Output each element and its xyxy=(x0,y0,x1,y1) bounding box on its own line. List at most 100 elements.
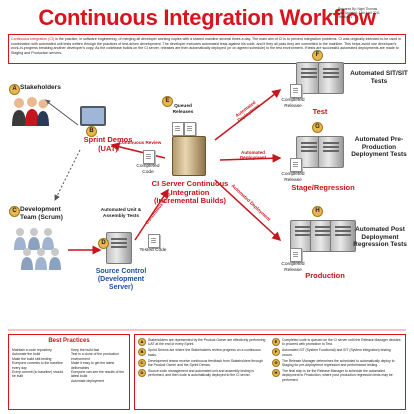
source-control-server-icon xyxy=(106,232,132,264)
stakeholders-label: Stakeholders xyxy=(20,84,61,91)
stage-server-icon-2 xyxy=(318,136,344,168)
test-server-icon-2 xyxy=(318,62,344,94)
meta-prepared-by: Prepared By: Nigel Thomas xyxy=(338,7,378,11)
tested-code-doc-icon xyxy=(148,234,160,248)
unit-tests-label: Automated Unit & Assembly Tests xyxy=(100,208,142,219)
intro-lead: Continuous Integration (CI) xyxy=(11,37,55,41)
page-title: Continuous Integration Workflow xyxy=(38,5,376,30)
prod-server-icon-3 xyxy=(330,220,356,252)
production-label: Production xyxy=(305,271,345,280)
stage-release-doc-icon xyxy=(290,158,302,172)
list-item: Everyone can see the results of the late… xyxy=(71,370,125,379)
source-control-label: Source Control (Development Server) xyxy=(95,268,147,291)
test-label: Test xyxy=(312,107,328,116)
best-practices-title: Best Practices xyxy=(48,338,90,344)
arrow-e-to-b xyxy=(110,142,166,159)
note-badge: F xyxy=(272,348,280,357)
ci-server-icon xyxy=(172,136,206,176)
badge-d: D xyxy=(98,238,109,249)
note-text: Stakeholders are represented by the Prod… xyxy=(148,338,266,347)
badge-f: F xyxy=(312,50,323,61)
stage-regression-label: Stage/Regression xyxy=(291,183,355,192)
completed-code-label: Completed Code xyxy=(136,164,160,175)
badge-h: H xyxy=(312,206,323,217)
arrow-b-to-a xyxy=(44,99,79,126)
badge-e: E xyxy=(162,96,173,107)
prod-release-label: Completed Release xyxy=(281,262,305,273)
note-badge: B xyxy=(138,348,146,357)
list-item: Everyone commits to the baseline every d… xyxy=(12,361,63,370)
test-automation-label: Automated SIT/SIT Tests xyxy=(350,70,408,85)
list-item: Automate deployment xyxy=(71,378,104,383)
list-item: Keep the build fast xyxy=(71,348,100,352)
note-badge: E xyxy=(272,338,280,346)
note-badge: H xyxy=(272,369,280,378)
badge-c: C xyxy=(9,206,20,217)
arrow-e-to-g xyxy=(219,153,282,163)
queued-releases-label: Queued Releases xyxy=(172,104,194,115)
badge-g: G xyxy=(312,122,323,133)
note-badge: D xyxy=(138,369,146,378)
dev-team-icon xyxy=(14,228,61,270)
queued-release-doc-icon-1 xyxy=(172,122,184,136)
continuous-review-label: Continuous Review xyxy=(118,140,162,145)
dev-team-label: Development Team (Scrum) xyxy=(20,206,63,221)
list-item: Test in a clone of the production enviro… xyxy=(71,352,119,361)
prod-automation-label: Automated Post Deployment Regression Tes… xyxy=(353,226,407,248)
list-item: Maintain a code repository xyxy=(12,348,52,352)
note-text: The final step is for the Release Manage… xyxy=(282,369,393,382)
note-text: Sprint Demos are where the Stakeholders … xyxy=(148,348,261,357)
list-item: Make the build self-testing xyxy=(12,356,52,361)
arrow-d-to-e xyxy=(134,188,169,241)
note-text: The Release Manager determines the sched… xyxy=(282,358,395,368)
note-text: Source code management and automated uni… xyxy=(148,369,254,378)
meta-last-updated: Last Updated: 14th April 2011 xyxy=(338,11,380,15)
meta-version: Version: 1 xyxy=(338,15,353,19)
note-badge: G xyxy=(272,358,280,367)
note-badge: A xyxy=(138,338,146,346)
tested-code-label: Tested Code xyxy=(139,248,167,253)
test-release-doc-icon xyxy=(290,84,302,98)
queued-release-doc-icon-2 xyxy=(184,122,196,136)
sprint-demos-label: Sprint Demos (UAT) xyxy=(83,135,133,153)
sprint-demo-screen-icon xyxy=(80,106,106,126)
arrow-e-to-h xyxy=(214,179,282,242)
note-text: Automated SIT (System Functional) and SI… xyxy=(282,348,391,357)
best-practices-panel: Best Practices Maintain a code repositor… xyxy=(8,334,130,410)
ci-server-label: CI Server Continuous Integration (Increm… xyxy=(151,179,229,205)
arrow-b-to-c xyxy=(54,149,81,201)
note-text: Completed code is queued on the CI serve… xyxy=(282,338,401,347)
badge-a: A xyxy=(9,84,20,95)
prod-release-doc-icon xyxy=(290,248,302,262)
note-badge: C xyxy=(138,358,146,367)
test-release-label: Completed Release xyxy=(281,98,305,109)
stage-automation-label: Automated Pre-Production Deployment Test… xyxy=(351,136,407,158)
arrow-e-to-f xyxy=(214,89,282,141)
list-item: Make it easy to get the latest deliverab… xyxy=(71,361,115,370)
list-item: Every commit (to baseline) should be bui… xyxy=(12,370,64,379)
list-item: Automate the build xyxy=(12,352,41,357)
intro-text: is the practice, in software engineering… xyxy=(11,37,401,55)
document-meta: Prepared By: Nigel Thomas Last Updated: … xyxy=(338,7,408,19)
badge-b: B xyxy=(86,126,97,137)
note-text: Development teams receive continuous fee… xyxy=(148,358,263,368)
stakeholders-icon xyxy=(12,97,49,126)
best-practices-col2: Keep the build fast Test in a clone of t… xyxy=(71,348,126,383)
intro-paragraph: Continuous Integration (CI) is the pract… xyxy=(8,34,406,64)
best-practices-col1: Maintain a code repository Automate the … xyxy=(12,348,67,383)
auto-deploy-stage-label: Automated Deployment xyxy=(239,150,267,160)
stage-release-label: Completed Release xyxy=(281,172,305,183)
completed-code-doc-icon xyxy=(143,150,155,164)
